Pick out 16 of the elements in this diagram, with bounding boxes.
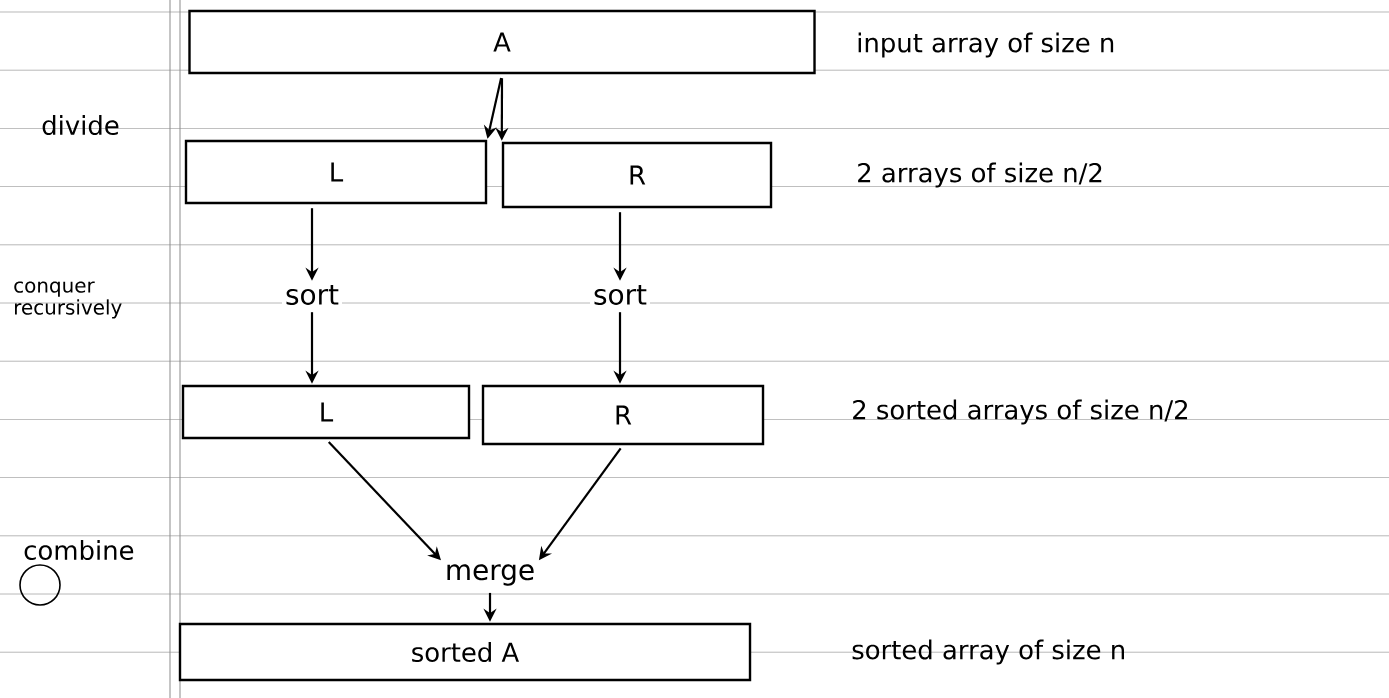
row-label: combine (24, 540, 134, 560)
step-label: sort (590, 282, 650, 308)
array-box: L (181, 384, 471, 440)
array-box: sorted A (178, 622, 752, 682)
side-note: input array of size n (858, 32, 1114, 58)
side-note: sorted array of size n (852, 639, 1124, 665)
side-note: 2 sorted arrays of size n/2 (853, 399, 1188, 425)
array-box: R (501, 141, 773, 209)
array-box: L (184, 139, 488, 205)
row-label: conquer recursively (14, 281, 122, 319)
step-label: sort (282, 282, 342, 308)
row-label: divide (42, 114, 119, 135)
array-box: A (188, 9, 816, 75)
side-note: 2 arrays of size n/2 (858, 162, 1102, 188)
array-box: R (481, 384, 765, 446)
step-label: merge (441, 561, 539, 589)
